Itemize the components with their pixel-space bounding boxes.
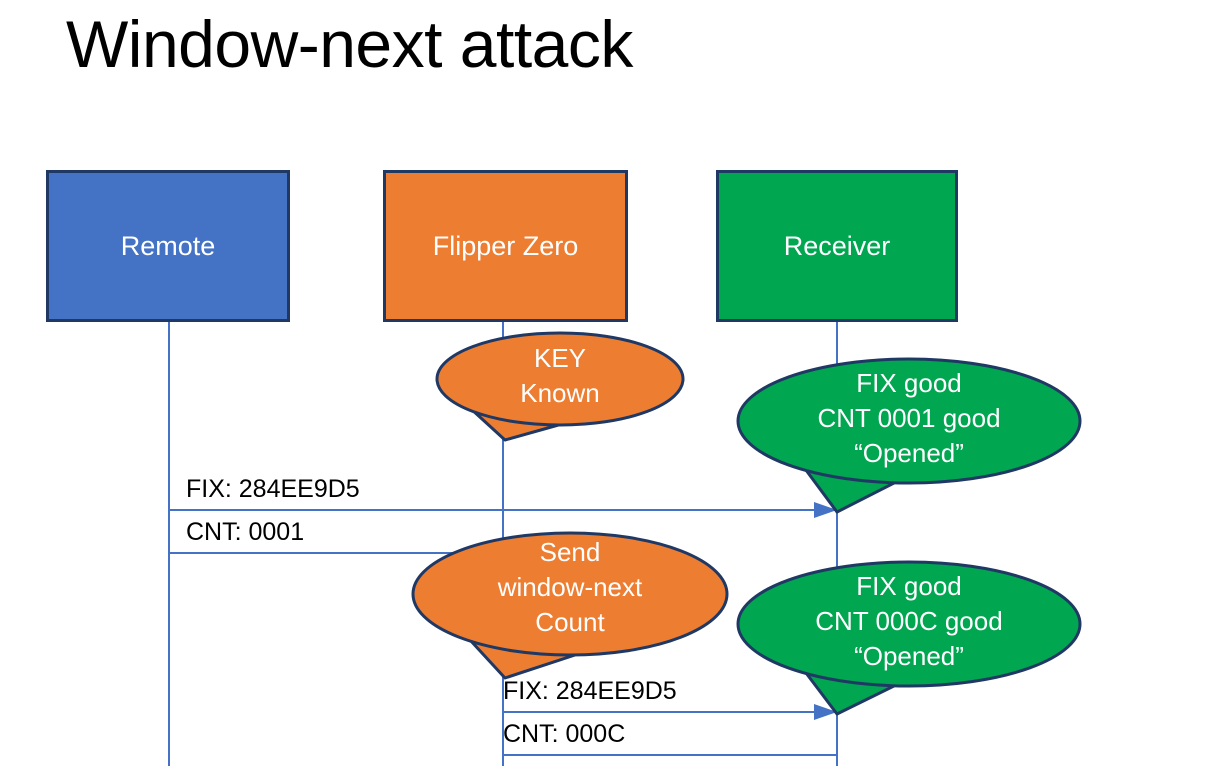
- callout-receiver-ok-1-body: [736, 357, 1082, 485]
- actor-label-receiver: Receiver: [783, 231, 891, 261]
- callout-receiver-ok-2: [736, 560, 1082, 716]
- callout-send-window-next-body: [411, 531, 729, 657]
- message-2-fix-label: FIX: 284EE9D5: [503, 677, 677, 705]
- callout-key-known-body: [435, 331, 685, 427]
- callout-send-window-next: [411, 531, 729, 680]
- message-2-cnt-label: CNT: 000C: [503, 720, 626, 748]
- actor-label-remote: Remote: [120, 231, 216, 261]
- message-1-fix-label: FIX: 284EE9D5: [186, 475, 360, 503]
- message-arrowhead-1: [814, 502, 837, 518]
- message-1-cnt-label: CNT: 0001: [186, 518, 305, 546]
- callout-receiver-ok-2-body: [736, 560, 1082, 688]
- callout-key-known: [435, 331, 685, 442]
- callout-receiver-ok-1: [736, 357, 1082, 514]
- actor-label-flipper: Flipper Zero: [432, 231, 579, 261]
- actor-box-remote[interactable]: Remote: [46, 170, 290, 322]
- message-arrowhead-2: [814, 704, 837, 720]
- actor-box-receiver[interactable]: Receiver: [716, 170, 958, 322]
- actor-box-flipper[interactable]: Flipper Zero: [383, 170, 628, 322]
- page-title: Window-next attack: [66, 7, 633, 81]
